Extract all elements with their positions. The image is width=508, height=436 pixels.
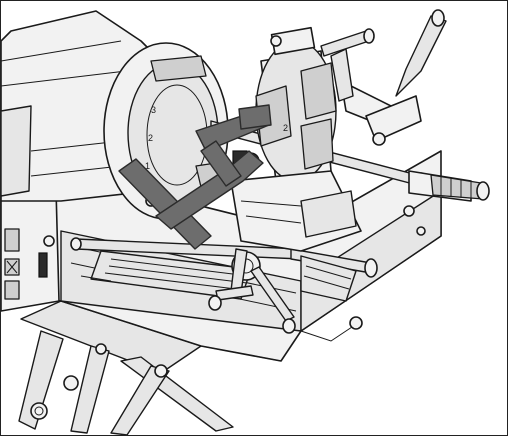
chuck-mark-3: 3 [151, 105, 156, 115]
machine-stand [18, 300, 234, 435]
carriage-handwheel[interactable] [208, 248, 296, 334]
carriage [230, 150, 362, 252]
control-box [1, 188, 60, 312]
die-head-lever[interactable] [320, 28, 375, 57]
drip-tray-grate [90, 250, 357, 302]
chuck-mark-2: 2 [148, 133, 153, 143]
die-mark: 2 [283, 123, 288, 133]
highlighted-wrench-tool [118, 104, 272, 250]
chuck-mark-1: 1 [145, 161, 150, 171]
rear-centering-handle[interactable] [408, 170, 490, 202]
reamer-assembly[interactable] [330, 9, 447, 146]
front-bed-details [80, 205, 426, 342]
